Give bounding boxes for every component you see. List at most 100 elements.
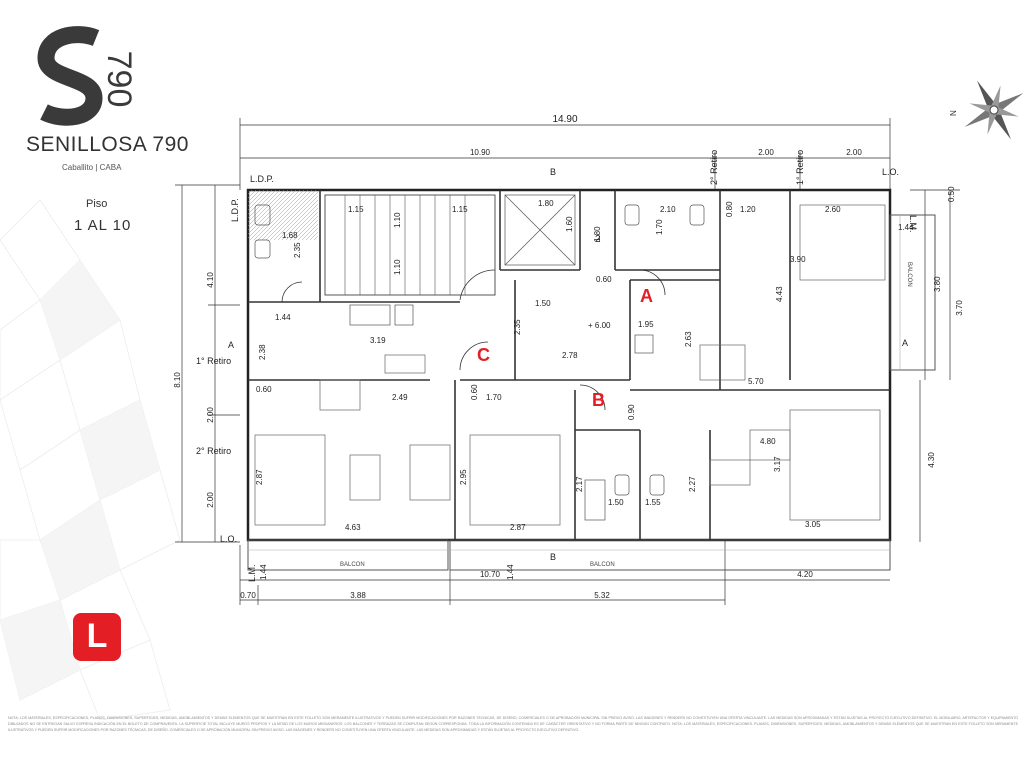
fixtures — [254, 204, 705, 521]
balconies — [247, 214, 936, 571]
background-pattern — [0, 199, 181, 720]
room-dim: 2.87 — [255, 469, 264, 485]
room-dim: 2.35 — [293, 242, 302, 258]
dimension-lines-bottom — [239, 540, 890, 605]
room-dim: + 6.00 — [588, 321, 611, 330]
room-dim: 1.44 — [506, 564, 515, 580]
dimension-lines-top — [239, 118, 891, 190]
unit-tag-c: C — [477, 345, 490, 365]
room-dim: 1.70 — [486, 393, 502, 402]
room-dim: 0.60 — [256, 385, 272, 394]
toilet-icon — [614, 474, 630, 496]
room-dim: 1.15 — [348, 205, 364, 214]
room-dimensions: 1.68 2.35 1.15 1.10 1.10 1.15 1.80 1.60 … — [255, 199, 942, 580]
logo-number-text: 790 — [100, 51, 138, 108]
room-dim: 1.60 — [565, 216, 574, 232]
lm-bottom-label: L.M. — [247, 564, 257, 582]
retiro2-top-label: 2° Retiro — [709, 150, 719, 185]
room-dim: 1.70 — [655, 219, 664, 235]
ldp-top-label: L.D.P. — [250, 174, 274, 184]
bidet-icon — [649, 474, 665, 496]
bidet-icon — [254, 239, 271, 259]
lm-top-label: L.M. — [908, 215, 918, 233]
balcon-bottom-left-label: BALCON — [340, 562, 365, 568]
door-swings — [281, 269, 666, 411]
furniture — [254, 204, 886, 526]
balcon-right-label: BALCON — [906, 262, 912, 287]
room-dim: 3.05 — [805, 520, 821, 529]
floor-label: Piso — [86, 198, 108, 210]
dim-total-width: 14.90 — [552, 114, 577, 125]
bed — [254, 434, 326, 526]
room-dim: 3.90 — [790, 255, 806, 264]
room-dim: 2 — [595, 234, 601, 245]
legal-disclaimer: NOTA: LOS MATERIALES, ESPECIFICACIONES, … — [8, 716, 1018, 732]
room-dim: 1.95 — [638, 320, 654, 329]
dim-top-left: 10.90 — [470, 148, 491, 157]
dim-left-top: 4.10 — [206, 272, 215, 288]
room-dim: 1.50 — [535, 299, 551, 308]
room-dim: 0.80 — [725, 201, 734, 217]
toilet-icon — [624, 204, 640, 226]
room-dim: 4.80 — [760, 437, 776, 446]
dim-bottom-right: 4.20 — [797, 570, 813, 579]
dining-table — [384, 354, 426, 374]
room-dim: 1.20 — [740, 205, 756, 214]
lo-top-label: L.O. — [882, 167, 899, 177]
retiro2-left-label: 2° Retiro — [196, 446, 231, 456]
floor-plan: 14.90 10.90 2.00 2.00 2° Retiro 1° Retir… — [173, 114, 964, 605]
room-dim: 1.80 — [538, 199, 554, 208]
brand-block: 790 SENILLOSA 790 Caballito | CABA Piso … — [0, 0, 200, 320]
room-dim: 1.44 — [275, 313, 291, 322]
brand-logo: 790 — [37, 26, 138, 126]
room-dim: 3.17 — [773, 456, 782, 472]
room-dim: 3.80 — [933, 276, 942, 292]
dim-left-bot: 2.00 — [206, 492, 215, 508]
cut-a-left: A — [228, 340, 234, 350]
room-dim: 4.43 — [775, 286, 784, 302]
stairs — [324, 194, 496, 296]
room-dim: 2.17 — [575, 476, 584, 492]
bed — [469, 434, 561, 526]
project-title: SENILLOSA 790 — [26, 133, 189, 156]
unit-tag-b: B — [592, 390, 605, 410]
room-dim: 5.70 — [748, 377, 764, 386]
sofa — [699, 344, 746, 381]
room-dim: 0.90 — [627, 404, 636, 420]
cut-b-bottom: B — [550, 552, 556, 562]
room-dim: 2.60 — [825, 205, 841, 214]
dim-bottom-c: 5.32 — [594, 591, 610, 600]
elevator-shaft — [504, 194, 576, 266]
unit-tag-a: A — [640, 286, 653, 306]
room-dim: 2.63 — [684, 331, 693, 347]
dining-table — [709, 459, 751, 486]
room-dim: 2.38 — [258, 344, 267, 360]
unit-tags: A B C — [477, 286, 653, 410]
bed — [789, 409, 881, 521]
room-dim: 2.87 — [510, 523, 526, 532]
room-dim: 0.60 — [470, 384, 479, 400]
room-dim: 1.44 — [898, 223, 914, 232]
dim-right-top: 0.50 — [947, 186, 956, 202]
floor-range: 1 AL 10 — [74, 217, 132, 234]
room-dim: 2.49 — [392, 393, 408, 402]
balcon-bottom-right-label: BALCON — [590, 562, 615, 568]
bidet-icon — [689, 204, 705, 226]
dim-total-depth: 8.10 — [173, 372, 182, 388]
logo-letter-s-icon — [37, 26, 103, 126]
room-dim: 1.55 — [645, 498, 661, 507]
cut-a-right: A — [902, 338, 908, 348]
room-dim: 4.63 — [345, 523, 361, 532]
dim-bottom-total: 10.70 — [480, 570, 501, 579]
dim-bottom-b: 3.88 — [350, 591, 366, 600]
room-dim: 1.15 — [452, 205, 468, 214]
logo-number-790: 790 — [100, 51, 138, 108]
dim-top-mid: 2.00 — [758, 148, 774, 157]
bed — [799, 204, 886, 281]
dim-right-mid: 3.70 — [955, 300, 964, 316]
unit-badge: L — [73, 613, 121, 661]
coffee-table — [349, 454, 381, 501]
sofa — [749, 429, 791, 461]
sofa — [319, 379, 361, 411]
bathtub-icon — [584, 479, 606, 521]
